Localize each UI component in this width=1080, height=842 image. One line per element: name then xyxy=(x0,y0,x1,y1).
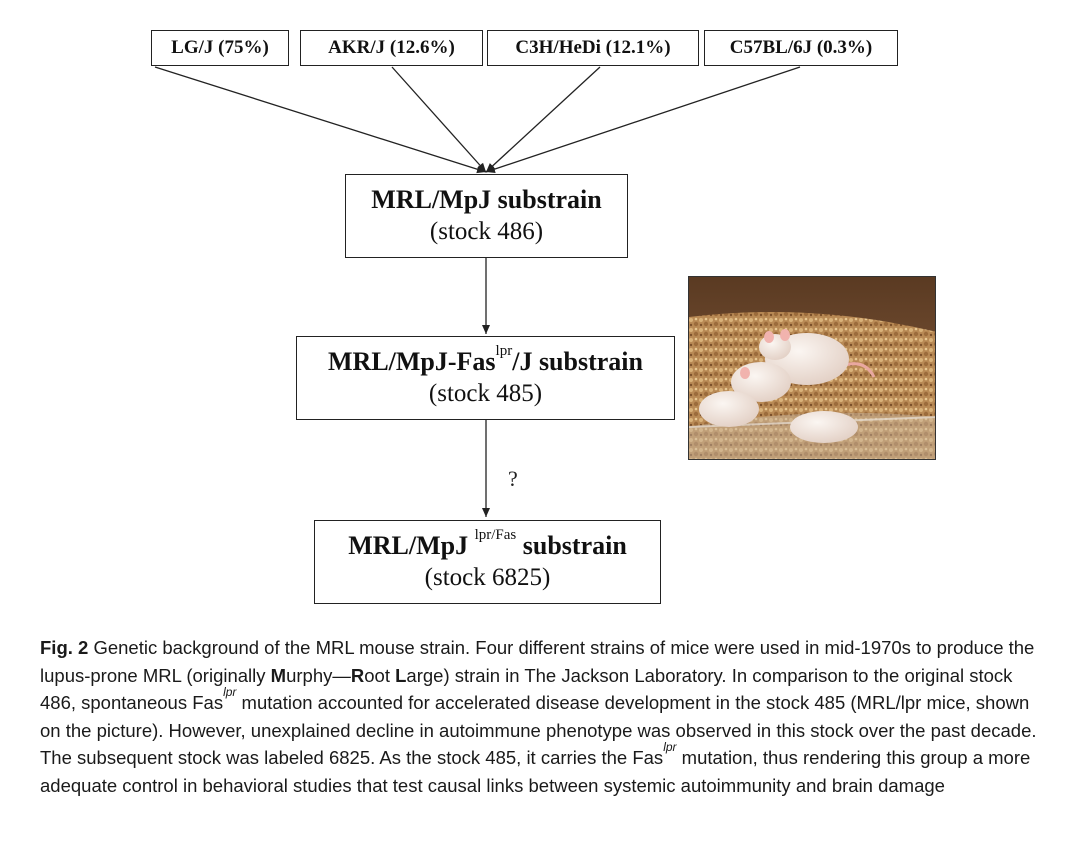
substrain-485-stock: (stock 485) xyxy=(428,380,543,407)
figure-label: Fig. 2 xyxy=(40,637,89,658)
substrain-485-name: MRL/MpJ-Faslpr/J substrain xyxy=(328,343,643,377)
substrain-486-name: MRL/MpJ substrain xyxy=(371,185,602,214)
substrain-485-box: MRL/MpJ-Faslpr/J substrain (stock 485) xyxy=(296,336,675,420)
source-strain-akrj: AKR/J (12.6%) xyxy=(300,30,483,66)
arrow-akrj xyxy=(391,66,487,173)
substrain-6825-box: MRL/MpJ lpr/Fas substrain (stock 6825) xyxy=(314,520,661,604)
substrain-486-box: MRL/MpJ substrain (stock 486) xyxy=(345,174,628,258)
source-strain-label: C57BL/6J (0.3%) xyxy=(729,37,873,58)
source-strain-c3h: C3H/HeDi (12.1%) xyxy=(487,30,699,66)
figure-caption: Fig. 2 Genetic background of the MRL mou… xyxy=(40,637,1037,796)
source-strain-label: LG/J (75%) xyxy=(171,37,269,58)
source-strain-label: C3H/HeDi (12.1%) xyxy=(515,37,671,58)
mice-photo xyxy=(688,276,936,460)
arrow-lgj xyxy=(154,66,487,174)
source-strain-c57: C57BL/6J (0.3%) xyxy=(704,30,898,66)
arrow-c57 xyxy=(485,66,801,173)
substrain-486-stock: (stock 486) xyxy=(429,218,544,245)
uncertain-derivation-mark: ? xyxy=(508,466,518,491)
substrain-6825-name: MRL/MpJ lpr/Fas substrain xyxy=(348,527,627,561)
source-strain-label: AKR/J (12.6%) xyxy=(328,37,455,58)
arrow-c3h xyxy=(485,66,601,173)
source-strain-lgj: LG/J (75%) xyxy=(151,30,289,66)
substrain-6825-stock: (stock 6825) xyxy=(424,564,551,591)
